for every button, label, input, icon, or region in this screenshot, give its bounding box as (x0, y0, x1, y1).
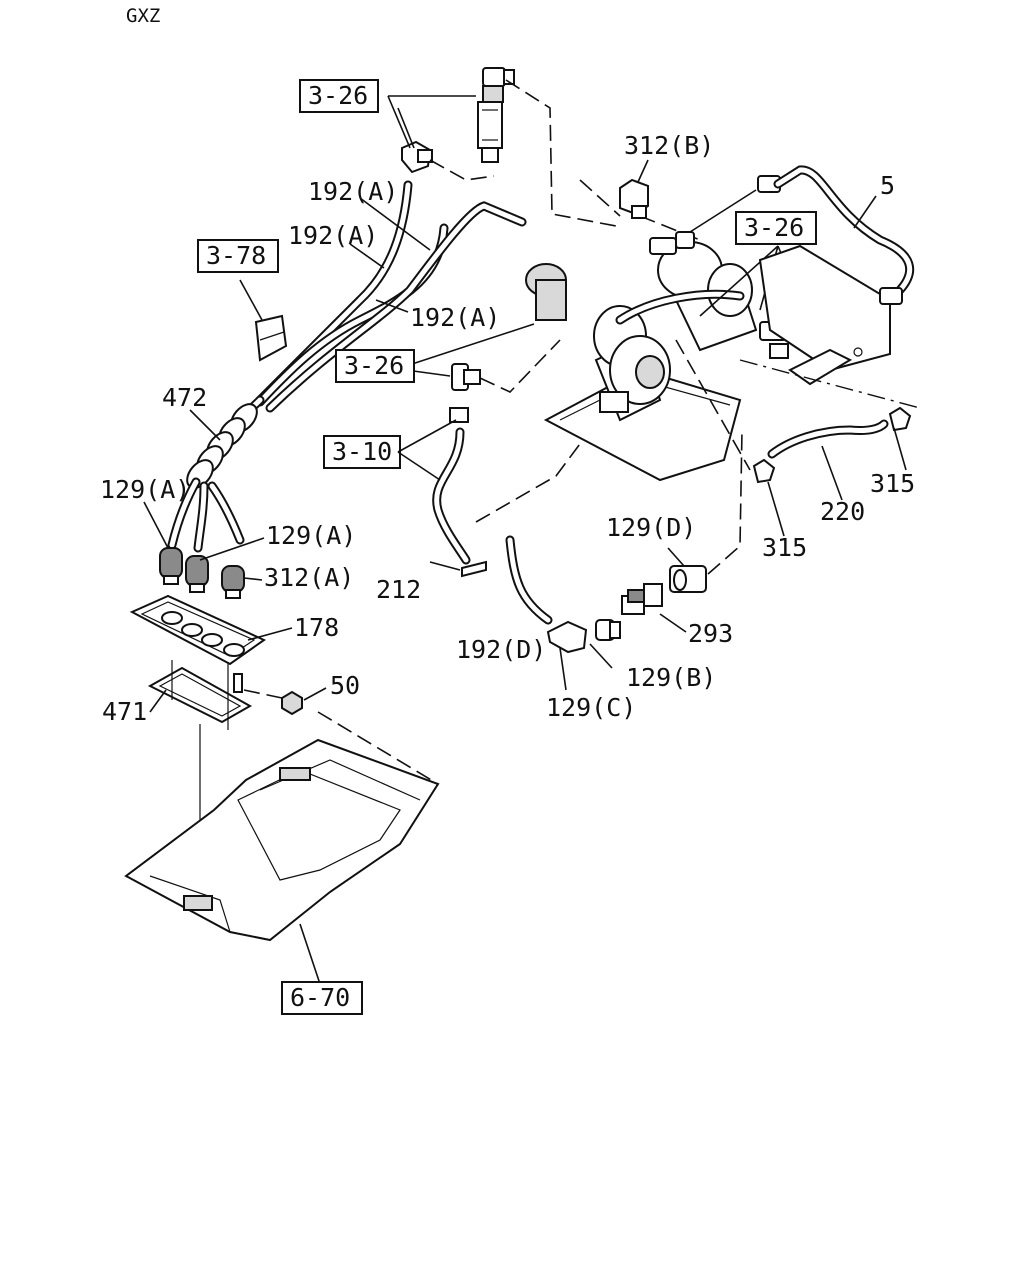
fitting-129d (669, 565, 707, 593)
label-129d: 129(D) (606, 513, 696, 542)
svg-text:6-70: 6-70 (290, 983, 350, 1012)
pipe-5 (757, 165, 914, 305)
label-220: 220 (820, 497, 865, 526)
gasket-471 (147, 666, 253, 724)
label-192a-3: 192(A) (410, 303, 500, 332)
label-471: 471 (102, 697, 147, 726)
svg-text:3-26: 3-26 (744, 213, 804, 242)
label-315-right: 315 (870, 469, 915, 498)
elbow-129c (546, 620, 588, 654)
label-312b: 312(B) (624, 131, 714, 160)
ref-box-3-10: 3-10 (323, 435, 401, 469)
fitting-129a-left (159, 547, 183, 585)
plate-178 (129, 594, 266, 666)
label-192a-1: 192(A) (308, 177, 398, 206)
ref-box-3-26-right: 3-26 (735, 211, 817, 245)
pump-assembly (525, 241, 753, 413)
hose-192d (505, 535, 553, 625)
fitting-129a-mid (185, 555, 209, 593)
label-5: 5 (880, 171, 895, 200)
tee-connector-3-26 (451, 363, 481, 391)
clamp-212 (461, 560, 487, 578)
connector-3-10 (432, 407, 471, 565)
label-129a-2: 129(A) (266, 521, 356, 550)
fitting-315-left (752, 458, 776, 484)
sensor-connector-right-a (649, 231, 695, 255)
hose-bundle-192a (217, 180, 527, 453)
label-129c: 129(C) (546, 693, 636, 722)
fitting-312a (221, 565, 245, 599)
fitting-315-right (888, 406, 912, 432)
svg-text:3-10: 3-10 (332, 437, 392, 466)
label-212: 212 (376, 575, 421, 604)
label-129a-1: 129(A) (100, 475, 190, 504)
label-192d: 192(D) (456, 635, 546, 664)
svg-text:3-26: 3-26 (344, 351, 404, 380)
ref-box-6-70: 6-70 (281, 981, 363, 1015)
label-293: 293 (688, 619, 733, 648)
svg-text:3-26: 3-26 (308, 81, 368, 110)
right-mounting-plate (758, 244, 891, 386)
clip-3-78 (254, 314, 288, 362)
elbow-connector-top (401, 140, 433, 174)
label-312a: 312(A) (264, 563, 354, 592)
hose-ends (167, 477, 245, 553)
fitting-312b (619, 178, 649, 219)
diagram-code: GXZ (126, 5, 160, 27)
floor-panel-6-70 (124, 738, 440, 942)
ref-box-3-78: 3-78 (197, 239, 279, 273)
ref-box-3-26-top: 3-26 (299, 79, 379, 113)
label-129b: 129(B) (626, 663, 716, 692)
ref-box-3-26-mid: 3-26 (335, 349, 415, 383)
hose-220 (767, 419, 889, 459)
label-192a-2: 192(A) (288, 221, 378, 250)
svg-text:3-78: 3-78 (206, 241, 266, 270)
bolt-and-nut-50 (233, 673, 303, 716)
sensor-connector-top (477, 67, 515, 163)
label-472: 472 (162, 383, 207, 412)
label-178: 178 (294, 613, 339, 642)
label-315-left: 315 (762, 533, 807, 562)
fitting-129b (595, 619, 621, 641)
sender-293 (621, 583, 663, 615)
label-50: 50 (330, 671, 360, 700)
